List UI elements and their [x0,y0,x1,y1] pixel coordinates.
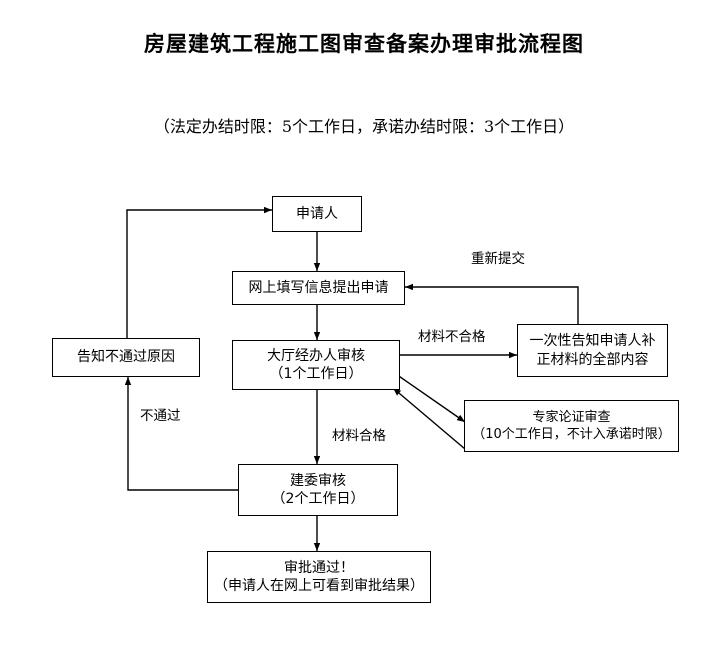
node-approved-line1: 审批通过！ [284,559,354,576]
node-notify-fix-line1: 一次性告知申请人补 [529,333,656,350]
node-commission[interactable]: 建委审核 （2个工作日） [238,464,398,516]
node-notify-fix[interactable]: 一次性告知申请人补 正材料的全部内容 [517,324,668,377]
page-title: 房屋建筑工程施工图审查备案办理审批流程图 [144,31,584,56]
edge-label-unqualified: 材料不合格 [418,329,486,345]
node-commission-line1: 建委审核 [290,472,346,489]
edge-expert-in [392,387,466,450]
edge-resubmit [405,283,579,324]
node-expert-line2: （10个工作日，不计入承诺时限） [472,427,671,442]
node-hall-review-line2: （1个工作日） [269,366,363,382]
node-hall-review-line1: 大厅经办人审核 [267,347,365,364]
node-notify-fix-line2: 正材料的全部内容 [536,351,649,368]
node-expert[interactable]: 专家论证审查 （10个工作日，不计入承诺时限） [464,400,679,452]
node-notify-fail-line1: 告知不通过原因 [77,349,175,366]
edge-expert-out [392,371,466,423]
edge-label-rejected: 不通过 [140,408,181,424]
node-notify-fail[interactable]: 告知不通过原因 [52,338,200,377]
node-hall-review[interactable]: 大厅经办人审核 （1个工作日） [232,340,400,390]
node-commission-line2: （2个工作日） [271,491,365,507]
node-approved[interactable]: 审批通过！ （申请人在网上可看到审批结果） [207,551,431,603]
edge-rejected [124,377,238,491]
node-applicant[interactable]: 申请人 [272,196,362,232]
node-expert-line1: 专家论证审查 [532,409,611,425]
page-subtitle: （法定办结时限：5个工作日，承诺办结时限：3个工作日） [153,117,575,136]
node-online-form-line1: 网上填写信息提出申请 [248,279,389,296]
edge-label-resubmit: 重新提交 [471,251,525,267]
node-approved-line2: （申请人在网上可看到审批结果） [214,578,424,594]
edge-label-qualified: 材料合格 [332,428,386,444]
node-applicant-line1: 申请人 [296,205,338,222]
node-online-form[interactable]: 网上填写信息提出申请 [232,271,405,305]
